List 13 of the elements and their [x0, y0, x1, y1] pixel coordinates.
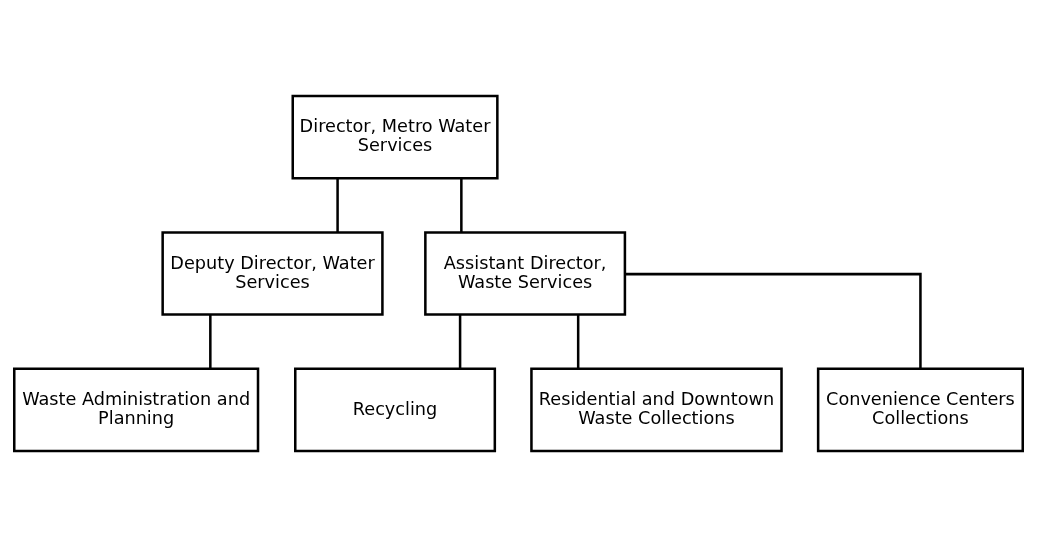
node-box: Deputy Director, Water Services	[161, 230, 384, 316]
connector	[460, 177, 463, 232]
connector	[625, 272, 922, 369]
connector	[336, 177, 339, 232]
node-box: Waste Administration and Planning	[13, 367, 260, 452]
node-box: Director, Metro Water Services	[291, 94, 499, 179]
connector	[576, 314, 580, 369]
node-box: Convenience Centers Collections	[816, 367, 1024, 452]
node-box: Assistant Director, Waste Services	[424, 230, 627, 316]
node-box: Recycling	[294, 367, 497, 452]
connector	[209, 314, 212, 369]
node-box: Residential and Downtown Waste Collections	[530, 367, 783, 452]
connector	[458, 314, 462, 369]
